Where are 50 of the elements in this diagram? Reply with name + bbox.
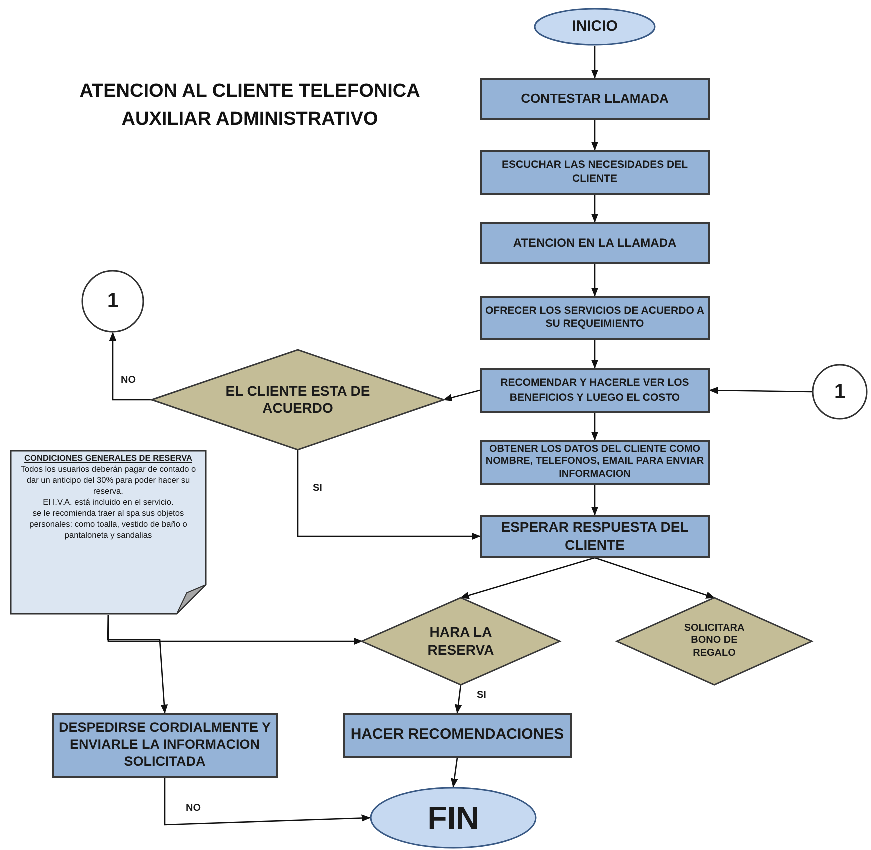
node-label: 1 xyxy=(834,380,846,404)
arrow xyxy=(443,390,480,402)
node-label: OFRECER LOS SERVICIOS DE ACUERDO A SU REQUEIMIENTO xyxy=(484,304,706,332)
node-label: ESCUCHAR LAS NECESIDADES DEL CLIENTE xyxy=(500,159,690,186)
arrow xyxy=(591,46,599,79)
process-box xyxy=(480,78,710,120)
arrow xyxy=(591,195,599,223)
edge-label: NO xyxy=(120,375,137,386)
note-heading: CONDICIONES GENERALES DE RESERVA xyxy=(24,453,194,464)
node-label: RECOMENDAR Y HACERLE VER LOS BENEFICIOS Y LUEGO EL COSTO xyxy=(500,376,690,405)
arrow xyxy=(297,450,481,540)
arrow xyxy=(591,340,599,369)
node-label: ATENCION EN LA LLAMADA xyxy=(513,236,677,250)
edge-label: NO xyxy=(185,803,202,814)
arrow xyxy=(591,264,599,297)
process-box xyxy=(480,150,710,195)
node-label: ESPERAR RESPUESTA DEL CLIENTE xyxy=(500,519,690,554)
note-text: Todos los usuarios deberán pagar de contado o dar un anticipo del 30% para poder hacer su reserva. xyxy=(20,464,198,497)
process-box xyxy=(480,296,710,340)
arrow xyxy=(451,758,458,788)
node-label: INICIO xyxy=(572,18,618,36)
note-text: se le recomienda traer al spa sus objetos personales: como toalla, vestido de baño o pantaloneta y sandalias xyxy=(28,508,188,541)
arrow xyxy=(107,614,168,714)
arrow xyxy=(591,485,599,516)
arrow xyxy=(454,684,462,714)
process-box xyxy=(343,713,572,758)
process-box xyxy=(52,713,278,778)
arrow xyxy=(591,413,599,441)
node-label: SOLICITARA BONO DE REGALO xyxy=(683,622,746,660)
process-box xyxy=(480,515,710,558)
arrow xyxy=(460,557,596,600)
arrow xyxy=(164,778,371,826)
node-label: OBTENER LOS DATOS DEL CLIENTE COMO NOMBRE, TELEFONOS, EMAIL PARA ENVIAR INFORMACION xyxy=(484,444,706,482)
node-label: FIN xyxy=(428,799,480,838)
edge-label: SI xyxy=(476,690,488,701)
arrow xyxy=(109,332,152,401)
arrow xyxy=(709,386,812,394)
edge-label: SI xyxy=(312,483,324,494)
node-label: EL CLIENTE ESTA DE ACUERDO xyxy=(224,382,372,418)
process-box xyxy=(480,368,710,413)
note-text: El I.V.A. está incluido en el servicio. xyxy=(42,497,175,508)
node-label: HACER RECOMENDACIONES xyxy=(350,726,564,745)
process-box xyxy=(480,222,710,264)
node-label: CONTESTAR LLAMADA xyxy=(521,90,669,108)
arrow xyxy=(591,120,599,151)
arrow xyxy=(594,557,716,599)
node-label: HARA LA RESERVA xyxy=(426,624,496,659)
diagram-title: ATENCION AL CLIENTE TELEFONICA AUXILIAR ADMINISTRATIVO xyxy=(78,80,422,132)
node-label: 1 xyxy=(107,289,119,314)
node-label: DESPEDIRSE CORDIALMENTE Y ENVIARLE LA INFORMACION SOLICITADA xyxy=(58,720,272,771)
